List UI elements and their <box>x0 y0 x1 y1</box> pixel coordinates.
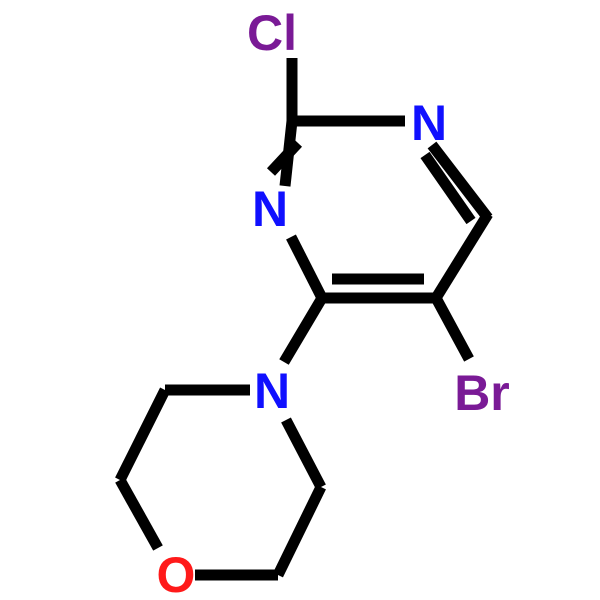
bond-n1-c6-second <box>420 151 476 225</box>
atom-label-n-ring-top: N <box>411 95 447 151</box>
bond-c4-n3 <box>286 234 327 301</box>
bond-cc-cd <box>273 484 326 578</box>
bond-ca-cb <box>115 387 170 483</box>
atom-label-n-morpholine: N <box>254 363 290 419</box>
atom-label-n-ring-left: N <box>252 181 288 237</box>
atom-label-o: O <box>157 547 196 600</box>
bond-c4-nm <box>279 295 327 365</box>
atom-label-br: Br <box>454 365 510 421</box>
bonds <box>115 58 493 581</box>
bond-cd-nm <box>281 417 326 490</box>
bond-c5-br <box>431 295 474 362</box>
bond-n1-c6 <box>427 141 493 222</box>
atom-label-cl: Cl <box>247 5 297 61</box>
atom-labels: Cl N N N Br O <box>157 5 510 600</box>
bond-cb-o <box>115 477 163 551</box>
bond-c2-n3-second <box>266 139 303 176</box>
bond-c6-c5 <box>431 211 493 301</box>
